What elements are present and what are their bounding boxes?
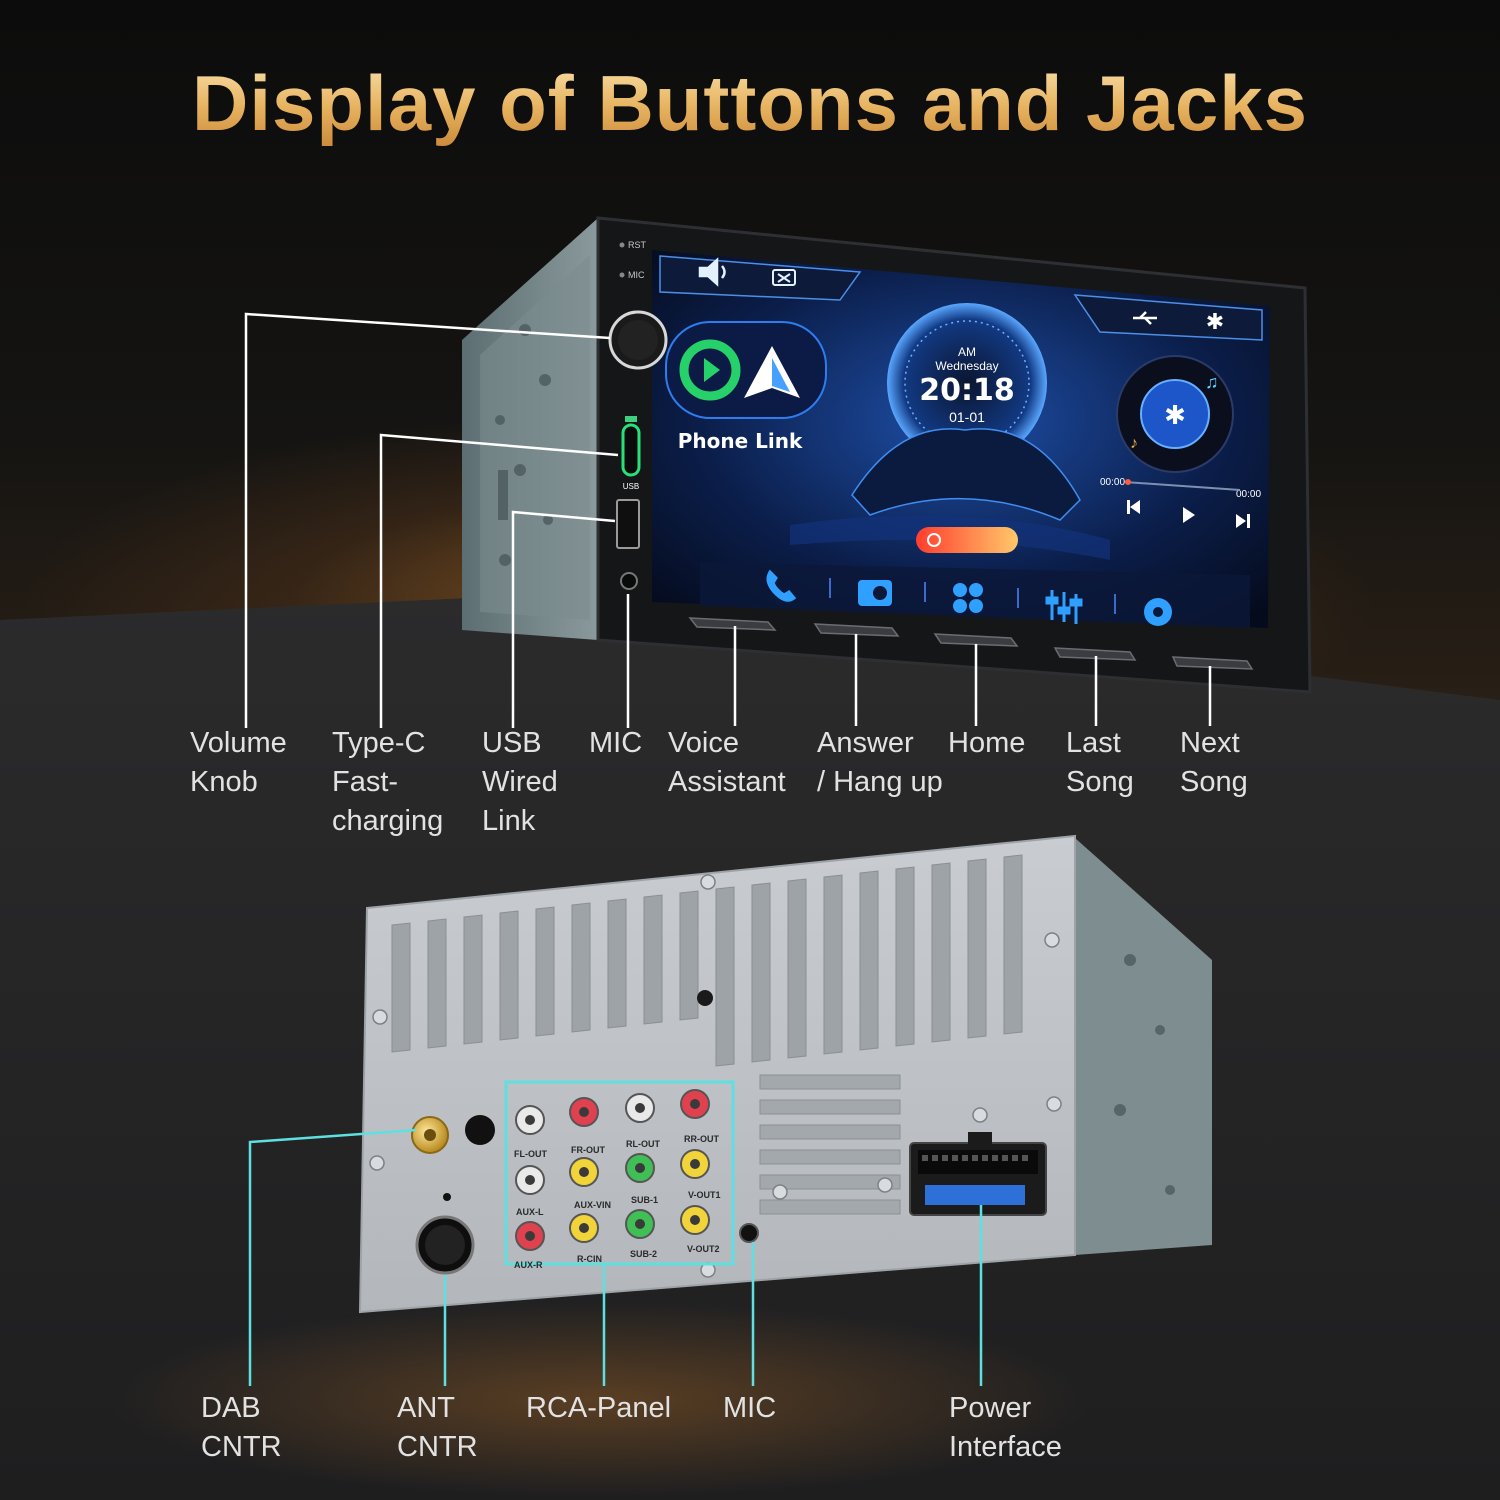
mic-jack[interactable]: [620, 572, 638, 590]
next-song-key[interactable]: [1171, 656, 1254, 670]
front-mic-hole: [619, 272, 625, 278]
clock-date: 01-01: [949, 409, 985, 425]
clock-day: Wednesday: [935, 359, 998, 373]
rca-label-sub-1: SUB-1: [631, 1195, 658, 1205]
brightness-icon: [927, 533, 941, 547]
carplay-icon: [679, 339, 741, 401]
rca-label-rl-out: RL-OUT: [626, 1139, 660, 1149]
clock-dial: [887, 303, 1047, 463]
rear-hole-2: [465, 1115, 495, 1145]
track-end-time: 00:00: [1236, 489, 1261, 500]
callout-typec: [379, 433, 619, 728]
rear-mic-jack[interactable]: [739, 1223, 759, 1243]
label-next-song: Next Song: [1180, 727, 1248, 798]
music-note-icon-2: ♪: [1130, 435, 1138, 452]
label-ant-cntr: ANT CNTR: [397, 1392, 478, 1463]
usb-mark: USB: [623, 482, 639, 491]
rca-label-aux-r: AUX-R: [514, 1260, 543, 1270]
phone-link-label: Phone Link: [678, 429, 803, 453]
rear-side-cage: [1075, 838, 1212, 1255]
music-note-icon: ♫: [1205, 372, 1219, 392]
label-usb-wired-link: USB Wired Link: [482, 727, 558, 837]
label-last-song: Last Song: [1066, 727, 1134, 798]
apps-icon[interactable]: [953, 583, 983, 613]
label-power-interface: Power Interface: [949, 1392, 1062, 1463]
heat-sink-fins: [391, 854, 1023, 1067]
home-key[interactable]: [933, 633, 1019, 647]
label-answer-hangup: Answer / Hang up: [817, 727, 943, 798]
charge-mark: [625, 416, 637, 422]
phone-icon[interactable]: [766, 569, 797, 602]
reset-button[interactable]: [619, 242, 625, 248]
callout-dab: [248, 1128, 417, 1386]
next-track-icon[interactable]: [1236, 514, 1250, 528]
usb-icon: [1133, 311, 1157, 325]
label-rear-mic: MIC: [723, 1392, 777, 1424]
rst-mark: RST: [628, 240, 647, 250]
track-progress[interactable]: [1124, 481, 1241, 491]
settings-icon[interactable]: [1144, 598, 1172, 626]
rca-panel-frame: [504, 1080, 735, 1266]
mic-mark: MIC: [628, 270, 645, 280]
last-song-key[interactable]: [1053, 647, 1137, 661]
clock-time: 20:18: [919, 373, 1015, 408]
rca-label-sub-2: SUB-2: [630, 1249, 657, 1259]
rca-label-r-cin: R-CIN: [577, 1254, 602, 1264]
label-home: Home: [948, 727, 1026, 759]
label-volume-knob: Volume Knob: [190, 727, 287, 798]
label-front-mic: MIC: [589, 727, 643, 759]
screen-off-icon[interactable]: [772, 269, 796, 286]
answer-hangup-key[interactable]: [813, 623, 900, 637]
equalizer-icon[interactable]: [1045, 590, 1083, 624]
track-start-time: 00:00: [1100, 477, 1125, 488]
callout-volume: [244, 312, 611, 728]
rca-label-rr-out: RR-OUT: [684, 1134, 719, 1144]
rca-label-v-out1: V-OUT1: [688, 1190, 721, 1200]
label-voice-assistant: Voice Assistant: [668, 727, 786, 798]
page-title: Display of Buttons and Jacks: [0, 58, 1500, 149]
rca-label-fl-out: FL-OUT: [514, 1149, 547, 1159]
label-type-c: Type-C Fast- charging: [332, 727, 444, 837]
rca-label-fr-out: FR-OUT: [571, 1145, 605, 1155]
prev-track-icon[interactable]: [1127, 500, 1140, 514]
bluetooth-icon: ✱: [1206, 309, 1224, 334]
music-bluetooth-icon: ✱: [1164, 400, 1186, 430]
lower-vent: [759, 1074, 901, 1215]
label-rca-panel: RCA-Panel: [526, 1392, 672, 1424]
rear-hole: [697, 990, 713, 1006]
voice-assistant-key[interactable]: [688, 617, 777, 631]
rca-label-aux-l: AUX-L: [516, 1207, 544, 1217]
speaker-icon[interactable]: [698, 257, 726, 287]
label-dab-cntr: DAB CNTR: [201, 1392, 282, 1463]
callout-usb: [511, 510, 616, 728]
play-icon[interactable]: [1183, 507, 1195, 523]
rca-label-aux-vin: AUX-VIN: [574, 1200, 611, 1210]
brightness-slider[interactable]: [916, 527, 1018, 553]
type-c-port[interactable]: [621, 423, 641, 477]
chassis-side-inner: [480, 255, 590, 620]
power-connector-insert: [925, 1185, 1025, 1205]
usb-port[interactable]: [616, 499, 640, 549]
clock-ampm: AM: [958, 345, 976, 359]
rca-label-v-out2: V-OUT2: [687, 1244, 720, 1254]
